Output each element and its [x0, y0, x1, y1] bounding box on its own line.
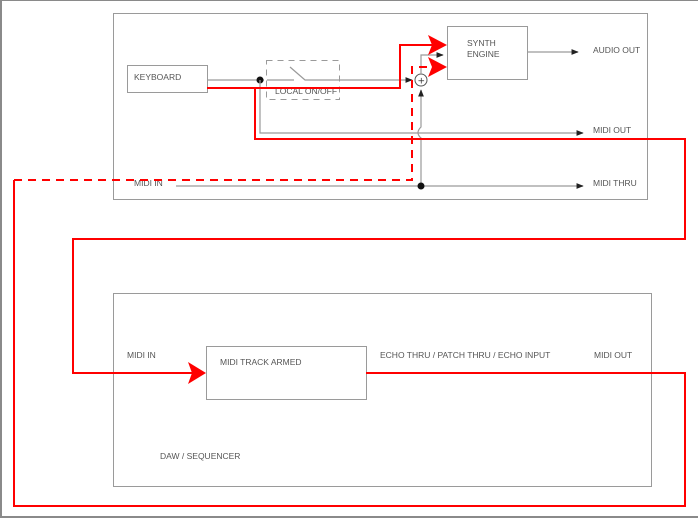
synth-engine-box	[447, 26, 528, 80]
daw-midi-out-label: MIDI OUT	[594, 350, 632, 360]
red-dashed-midi-in-path	[14, 66, 428, 181]
synth-engine-label-1: SYNTH	[467, 38, 496, 48]
midi-out-wire	[259, 80, 584, 136]
synth-midi-out-label: MIDI OUT	[593, 125, 631, 135]
mixer-plus-icon: +	[418, 77, 426, 87]
synth-midi-in-label: MIDI IN	[134, 178, 163, 188]
daw-container	[113, 293, 652, 487]
synth-engine-label-2: ENGINE	[467, 49, 500, 59]
red-midi-out-path	[72, 88, 686, 374]
synth-midi-thru-label: MIDI THRU	[593, 178, 637, 188]
midi-in-junction-dot	[417, 182, 425, 190]
local-switch-blade	[289, 66, 413, 83]
red-local-path	[207, 44, 432, 89]
keyboard-label: KEYBOARD	[134, 72, 181, 82]
daw-midi-in-label: MIDI IN	[127, 350, 156, 360]
red-arrowhead-engine-bottom	[428, 57, 447, 77]
keyboard-box	[127, 65, 208, 93]
daw-sequencer-label: DAW / SEQUENCER	[160, 451, 240, 461]
midi-in-to-mixer-wire	[417, 89, 424, 186]
echo-thru-label: ECHO THRU / PATCH THRU / ECHO INPUT	[380, 350, 550, 360]
red-arrowhead-engine-top	[428, 35, 447, 55]
red-echo-path	[13, 180, 686, 507]
local-switch-frame	[266, 60, 340, 100]
synth-container	[113, 13, 648, 200]
local-switch-label: LOCAL ON/OFF	[275, 86, 337, 96]
red-arrowhead-daw-in	[188, 362, 206, 384]
midi-track-armed-box	[206, 346, 367, 400]
midi-track-armed-label: MIDI TRACK ARMED	[220, 357, 302, 367]
audio-out-label: AUDIO OUT	[593, 45, 640, 55]
